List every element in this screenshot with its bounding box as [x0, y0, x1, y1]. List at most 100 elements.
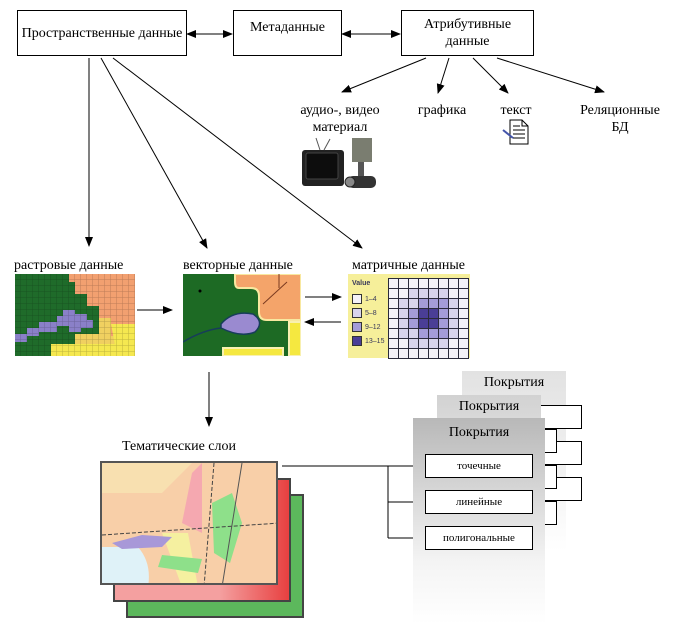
matrix-cell	[389, 329, 398, 338]
arrow-to-text	[472, 57, 509, 94]
spatial-data-label: Пространственные данные	[21, 25, 183, 41]
matrix-cell	[419, 329, 428, 338]
matrix-cell	[399, 279, 408, 288]
matrix-cell	[389, 319, 398, 328]
arrow-to-vector	[100, 57, 208, 249]
matrix-cell	[399, 349, 408, 358]
legend-item: 1–4	[352, 292, 384, 306]
matrix-cell	[389, 279, 398, 288]
tv-camera-icon	[302, 137, 376, 188]
matrix-cell	[449, 299, 458, 308]
raster-map-image	[15, 274, 135, 356]
coverage-item-line: линейные	[425, 490, 533, 514]
matrix-cell	[459, 339, 468, 348]
matrix-cell	[459, 279, 468, 288]
matrix-cell	[429, 339, 438, 348]
attribute-data-label: Атрибутивные данные	[423, 17, 512, 49]
matrix-cell	[429, 309, 438, 318]
matrix-cell	[439, 349, 448, 358]
matrix-cell	[409, 319, 418, 328]
matrix-cell	[389, 309, 398, 318]
document-icon	[502, 119, 529, 145]
matrix-cell	[429, 319, 438, 328]
matrix-cell	[389, 289, 398, 298]
matrix-cell	[419, 299, 428, 308]
legend-swatch	[352, 336, 362, 346]
matrix-cell	[449, 339, 458, 348]
metadata-label: Метаданные	[250, 20, 325, 35]
matrix-cell	[419, 279, 428, 288]
matrix-cell	[419, 309, 428, 318]
layer-geology	[100, 461, 278, 585]
legend-swatch	[352, 294, 362, 304]
matrix-legend-title: Value	[352, 280, 371, 287]
legend-item: 9–12	[352, 320, 384, 334]
arrow-to-matrix	[112, 57, 363, 249]
matrix-cell	[409, 329, 418, 338]
matrix-cell	[399, 329, 408, 338]
matrix-cell	[449, 289, 458, 298]
legend-item: 5–8	[352, 306, 384, 320]
matrix-cell	[439, 289, 448, 298]
coverage-item-polygon: полигональные	[425, 526, 533, 550]
matrix-cell	[399, 289, 408, 298]
legend-range: 9–12	[365, 323, 381, 331]
legend-swatch	[352, 322, 362, 332]
matrix-cell	[439, 279, 448, 288]
matrix-cell	[429, 289, 438, 298]
coverage-title: Покрытия	[458, 399, 520, 414]
geology-map-image	[102, 463, 276, 583]
matrix-cell	[389, 349, 398, 358]
matrix-cell	[409, 299, 418, 308]
matrix-cell	[409, 339, 418, 348]
attribute-data-box: Атрибутивные данные	[401, 10, 534, 56]
vector-label: векторные данные	[183, 258, 293, 273]
legend-range: 1–4	[365, 295, 377, 303]
arrow-to-rdb	[496, 57, 605, 94]
matrix-legend: 1–4 5–8 9–12 13–15	[352, 292, 384, 348]
graphics-label: графика	[417, 103, 467, 118]
text-label: текст	[500, 103, 532, 118]
matrix-cell	[399, 339, 408, 348]
matrix-cell	[419, 289, 428, 298]
matrix-cell	[449, 349, 458, 358]
legend-swatch	[352, 308, 362, 318]
matrix-cell	[419, 339, 428, 348]
matrix-cell	[439, 309, 448, 318]
coverage-sheet-front: Покрытия точечные линейные полигональные	[413, 418, 545, 624]
matrix-cell	[439, 319, 448, 328]
matrix-cell	[449, 279, 458, 288]
matrix-map-image: Value 1–4 5–8 9–12 13–15	[348, 274, 470, 359]
matrix-cell	[429, 299, 438, 308]
matrix-cell	[459, 289, 468, 298]
matrix-cell	[449, 309, 458, 318]
matrix-grid	[388, 278, 469, 359]
matrix-cell	[439, 329, 448, 338]
matrix-cell	[399, 319, 408, 328]
coverage-title: Покрытия	[483, 375, 545, 390]
matrix-cell	[399, 309, 408, 318]
legend-range: 13–15	[365, 337, 385, 345]
matrix-cell	[389, 299, 398, 308]
matrix-cell	[439, 299, 448, 308]
matrix-cell	[449, 329, 458, 338]
matrix-label: матричные данные	[352, 258, 465, 273]
matrix-cell	[459, 309, 468, 318]
matrix-cell	[459, 349, 468, 358]
metadata-box: Метаданные	[233, 10, 342, 56]
matrix-cell	[459, 299, 468, 308]
matrix-cell	[429, 349, 438, 358]
av-material-label: аудио-, видео материал	[300, 103, 380, 135]
matrix-cell	[419, 319, 428, 328]
matrix-cell	[429, 279, 438, 288]
matrix-cell	[409, 349, 418, 358]
matrix-cell	[449, 319, 458, 328]
arrow-to-graphics	[436, 57, 450, 94]
matrix-cell	[419, 349, 428, 358]
matrix-cell	[409, 289, 418, 298]
matrix-cell	[429, 329, 438, 338]
raster-label: растровые данные	[14, 258, 124, 273]
matrix-cell	[439, 339, 448, 348]
coverage-item-point: точечные	[425, 454, 533, 478]
